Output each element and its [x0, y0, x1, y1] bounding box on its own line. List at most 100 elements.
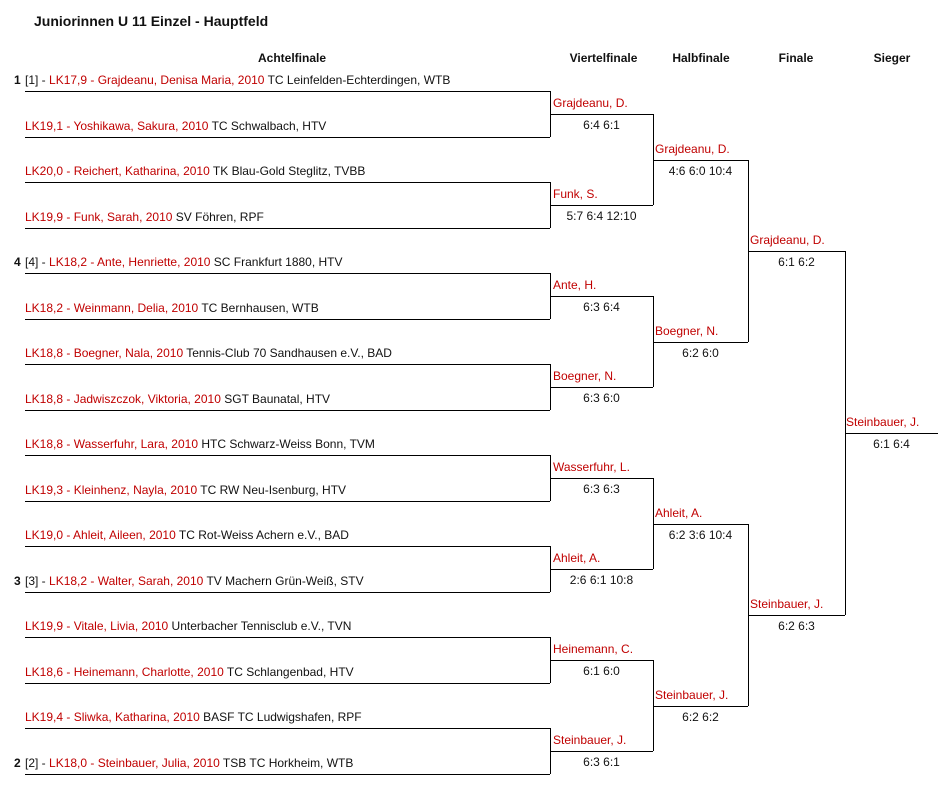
bracket-line — [25, 137, 550, 138]
champion-score: 6:1 6:4 — [873, 437, 910, 451]
bracket-line — [550, 114, 653, 115]
bracket-line — [550, 296, 653, 297]
final-score: 6:2 6:3 — [778, 619, 815, 633]
bracket-line — [653, 342, 748, 343]
player-entry: LK18,8 - Jadwiszczok, Viktoria, 2010 SGT… — [25, 392, 330, 406]
player-name: LK18,2 - Weinmann, Delia, 2010 — [25, 301, 199, 315]
qf-score: 6:3 6:3 — [583, 482, 620, 496]
player-name: LK19,9 - Funk, Sarah, 2010 — [25, 210, 173, 224]
sf-score: 6:2 6:2 — [682, 710, 719, 724]
header-semifinal: Halbfinale — [672, 51, 730, 65]
player-club: TC RW Neu-Isenburg, HTV — [197, 483, 347, 497]
qf-score: 6:1 6:0 — [583, 664, 620, 678]
bracket-line — [25, 319, 550, 320]
bracket-line — [25, 637, 550, 638]
qf-winner-name: Steinbauer, J. — [553, 733, 627, 747]
player-club: SGT Baunatal, HTV — [220, 392, 331, 406]
player-entry: LK20,0 - Reichert, Katharina, 2010 TK Bl… — [25, 164, 365, 178]
bracket-line — [653, 706, 748, 707]
qf-score: 6:3 6:1 — [583, 755, 620, 769]
qf-score: 6:3 6:4 — [583, 300, 620, 314]
sf-score: 4:6 6:0 10:4 — [668, 164, 733, 178]
qf-winner-name: Wasserfuhr, L. — [553, 460, 630, 474]
bracket-line — [550, 569, 653, 570]
player-club: SC Frankfurt 1880, HTV — [210, 255, 343, 269]
header-round-of-16: Achtelfinale — [258, 51, 327, 65]
player-club: TV Machern Grün-Weiß, STV — [203, 574, 364, 588]
qf-score: 6:3 6:0 — [583, 391, 620, 405]
qf-winner-name: Grajdeanu, D. — [553, 96, 628, 110]
bracket-line — [550, 478, 653, 479]
bracket-line — [25, 410, 550, 411]
bracket-line — [550, 660, 653, 661]
bracket-line — [25, 182, 550, 183]
player-club: Unterbacher Tennisclub e.V., TVN — [168, 619, 352, 633]
player-club: SV Föhren, RPF — [172, 210, 264, 224]
qf-winner-name: Heinemann, C. — [553, 642, 634, 656]
header-winner: Sieger — [873, 51, 911, 65]
seed-bracket: [2] - — [25, 756, 50, 770]
qf-score: 2:6 6:1 10:8 — [569, 573, 634, 587]
bracket-connector — [653, 114, 654, 205]
sf-score: 6:2 6:0 — [682, 346, 719, 360]
player-entry: [1] - LK17,9 - Grajdeanu, Denisa Maria, … — [25, 73, 450, 87]
bracket-line — [25, 683, 550, 684]
header-quarterfinal: Viertelfinale — [569, 51, 638, 65]
bracket-line — [845, 433, 938, 434]
final-score: 6:1 6:2 — [778, 255, 815, 269]
qf-winner-name: Ahleit, A. — [553, 551, 601, 565]
bracket-line — [550, 387, 653, 388]
player-entry: LK19,9 - Vitale, Livia, 2010 Unterbacher… — [25, 619, 351, 633]
seed-bracket: [3] - — [25, 574, 50, 588]
player-club: TC Rot-Weiss Achern e.V., BAD — [175, 528, 349, 542]
bracket-line — [25, 273, 550, 274]
player-name: LK18,2 - Walter, Sarah, 2010 — [49, 574, 204, 588]
bracket-connector — [653, 296, 654, 387]
bracket-line — [25, 455, 550, 456]
player-club: BASF TC Ludwigshafen, RPF — [199, 710, 362, 724]
qf-winner-name: Ante, H. — [553, 278, 597, 292]
bracket-line — [25, 592, 550, 593]
header-final: Finale — [778, 51, 814, 65]
sf-winner-name: Steinbauer, J. — [655, 688, 729, 702]
bracket-line — [748, 251, 845, 252]
page-title: Juniorinnen U 11 Einzel - Hauptfeld — [34, 13, 269, 29]
player-name: LK18,2 - Ante, Henriette, 2010 — [49, 255, 211, 269]
bracket-line — [25, 774, 550, 775]
sf-score: 6:2 3:6 10:4 — [668, 528, 733, 542]
player-club: TC Leinfelden-Echterdingen, WTB — [264, 73, 451, 87]
bracket-line — [25, 546, 550, 547]
player-name: LK18,6 - Heinemann, Charlotte, 2010 — [25, 665, 224, 679]
player-club: TC Schlangenbad, HTV — [223, 665, 354, 679]
player-name: LK19,4 - Sliwka, Katharina, 2010 — [25, 710, 200, 724]
bracket-line — [25, 228, 550, 229]
qf-score: 5:7 6:4 12:10 — [566, 209, 637, 223]
player-name: LK18,8 - Jadwiszczok, Viktoria, 2010 — [25, 392, 221, 406]
player-entry: LK19,1 - Yoshikawa, Sakura, 2010 TC Schw… — [25, 119, 326, 133]
player-name: LK17,9 - Grajdeanu, Denisa Maria, 2010 — [49, 73, 265, 87]
player-club: TK Blau-Gold Steglitz, TVBB — [209, 164, 366, 178]
player-entry: [3] - LK18,2 - Walter, Sarah, 2010 TV Ma… — [25, 574, 364, 588]
player-club: Tennis-Club 70 Sandhausen e.V., BAD — [183, 346, 392, 360]
player-club: TSB TC Horkheim, WTB — [219, 756, 354, 770]
sf-winner-name: Ahleit, A. — [655, 506, 703, 520]
sf-winner-name: Grajdeanu, D. — [655, 142, 730, 156]
seed-number: 2 — [14, 756, 21, 770]
player-entry: LK19,9 - Funk, Sarah, 2010 SV Föhren, RP… — [25, 210, 264, 224]
seed-number: 1 — [14, 73, 21, 87]
player-entry: LK19,4 - Sliwka, Katharina, 2010 BASF TC… — [25, 710, 362, 724]
player-club: TC Bernhausen, WTB — [198, 301, 319, 315]
player-name: LK18,8 - Boegner, Nala, 2010 — [25, 346, 184, 360]
sf-winner-name: Boegner, N. — [655, 324, 719, 338]
seed-number: 3 — [14, 574, 21, 588]
player-entry: LK18,6 - Heinemann, Charlotte, 2010 TC S… — [25, 665, 354, 679]
player-name: LK20,0 - Reichert, Katharina, 2010 — [25, 164, 210, 178]
qf-winner-name: Boegner, N. — [553, 369, 617, 383]
seed-bracket: [4] - — [25, 255, 50, 269]
bracket-line — [748, 615, 845, 616]
bracket-line — [550, 751, 653, 752]
bracket-line — [653, 160, 748, 161]
qf-winner-name: Funk, S. — [553, 187, 598, 201]
player-name: LK19,1 - Yoshikawa, Sakura, 2010 — [25, 119, 209, 133]
bracket-line — [25, 91, 550, 92]
